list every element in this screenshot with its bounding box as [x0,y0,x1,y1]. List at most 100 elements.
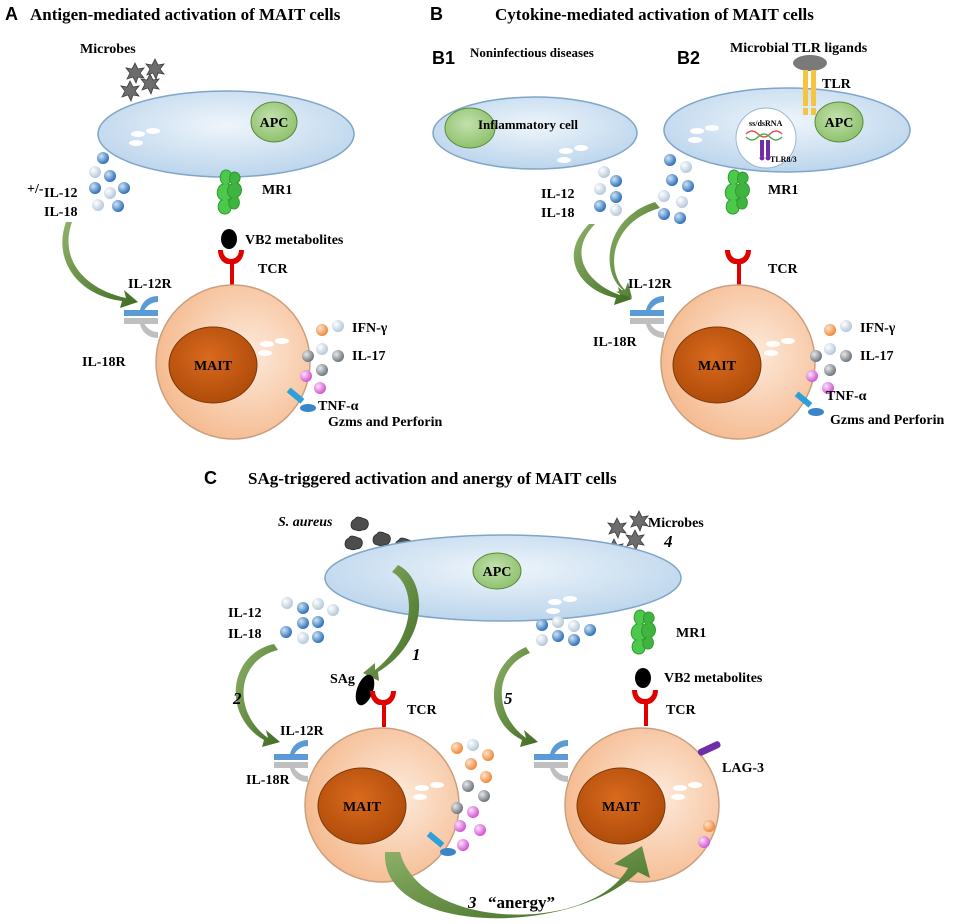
step-1-label: 1 [412,645,421,664]
vb2-metabolite [221,229,237,249]
sag-label: SAg [330,672,355,687]
lag3-receptor [697,741,721,756]
ifn-label: IFN-γ [352,321,388,336]
il12r-receptor-c [274,740,308,760]
inflammatory-nucleus [444,107,496,149]
il12-label-c: IL-12 [228,606,261,621]
tlr-ligand [793,55,827,71]
anergy-label: “anergy” [488,893,555,912]
il12r-label: IL-12R [128,277,172,292]
tnf-label-b: TNF-α [826,389,867,404]
panel-b-title: Cytokine-mediated activation of MAIT cel… [495,5,814,24]
panel-a: A Antigen-mediated activation of MAIT ce… [5,4,443,440]
il18r-label-b: IL-18R [593,335,637,350]
panel-b: B Cytokine-mediated activation of MAIT c… [430,4,945,440]
apc-nucleus [250,101,298,143]
apc-label-c: APC [483,565,512,580]
rna-strand [745,130,783,138]
pm-label: +/- [27,182,44,197]
il17-label: IL-17 [352,349,385,364]
secreted-cytokines [300,320,344,394]
secreted-cytokines-b [806,320,852,394]
gzms-label-b: Gzms and Perforin [830,413,945,428]
mait-nucleus [168,326,258,404]
mait-label-c2: MAIT [602,800,641,815]
inflammatory-label: Inflammatory cell [478,117,578,132]
sag-arrow [363,565,420,681]
cytokine-arrow-b2 [609,202,660,298]
mait-label-b: MAIT [698,359,737,374]
ssds-label: ss/dsRNA [749,119,783,128]
tlr83-label: TLR8/3 [770,155,797,164]
tcr-receptor [218,250,244,286]
mait-label: MAIT [194,359,233,374]
il18r-receptor [124,318,158,338]
il12-label-b: IL-12 [541,187,574,202]
apc-label-b2: APC [825,116,854,131]
mr1-molecule-c [630,609,656,655]
il17-label-b: IL-17 [860,349,893,364]
cytokine-arrow-c2 [493,647,538,747]
microbes-cluster [120,58,165,102]
step-3-label: 3 [467,893,477,912]
mr1-label-c: MR1 [676,626,706,641]
il18-label-c: IL-18 [228,627,261,642]
cytokine-arrow-b1 [573,224,632,305]
endosome [735,107,797,169]
step-2-label: 2 [232,689,242,708]
vb2-metabolite-c [635,668,651,688]
saureus-label: S. aureus [278,515,333,530]
step-5-label: 5 [504,689,513,708]
mr1-label: MR1 [262,183,292,198]
b2-title: Microbial TLR ligands [730,41,868,56]
tcr-label-c2: TCR [666,703,696,718]
il12r-label-b: IL-12R [628,277,672,292]
panel-c-title: SAg-triggered activation and anergy of M… [248,469,617,488]
apc-nucleus-b2 [814,101,864,143]
b1-label: B1 [432,48,455,68]
tcr-label-b: TCR [768,262,798,277]
panel-a-title: Antigen-mediated activation of MAIT cell… [30,5,341,24]
apc-nucleus-c [472,552,522,590]
apc-label: APC [260,116,289,131]
vb2-label: VB2 metabolites [245,233,344,248]
panel-b-letter: B [430,4,443,24]
step-4-label: 4 [663,532,673,551]
mr1-molecule [216,169,242,215]
il18r-receptor-c2 [534,762,568,782]
il18r-label: IL-18R [82,355,126,370]
il18r-label-c: IL-18R [246,773,290,788]
panel-a-letter: A [5,4,18,24]
secreted-cytokines-c1 [451,739,494,851]
b2-label: B2 [677,48,700,68]
sag-molecule [355,674,375,706]
tlr83-receptor [760,140,764,156]
tcr-receptor-b [725,250,751,286]
mait-label-c1: MAIT [343,800,382,815]
cytokine-arrow [62,222,138,308]
cytokine-arrow-c [235,644,280,747]
cytokine-beads-b [594,154,694,224]
gzms-label: Gzms and Perforin [328,415,443,430]
mait-nucleus-b [672,326,762,404]
il12r-receptor-c2 [534,740,568,760]
panel-c: C SAg-triggered activation and anergy of… [204,468,764,919]
ifn-label-b: IFN-γ [860,321,896,336]
tlr-receptor [803,70,808,106]
tcr-label-c1: TCR [407,703,437,718]
il18-label-b: IL-18 [541,206,574,221]
panel-c-letter: C [204,468,217,488]
tcr-receptor-c1 [370,691,396,727]
mr1-label-b: MR1 [768,183,798,198]
cytokine-beads [89,152,130,212]
mait-nucleus-c2 [576,767,666,845]
tnf-label: TNF-α [318,399,359,414]
microbes-label-c: Microbes [648,516,704,531]
il12r-receptor-b [630,296,664,316]
tcr-receptor-c2 [632,690,658,726]
b1-title: Noninfectious diseases [470,45,594,60]
lag3-label: LAG-3 [722,761,764,776]
il12-label: IL-12 [44,186,77,201]
il12r-label-c: IL-12R [280,724,324,739]
